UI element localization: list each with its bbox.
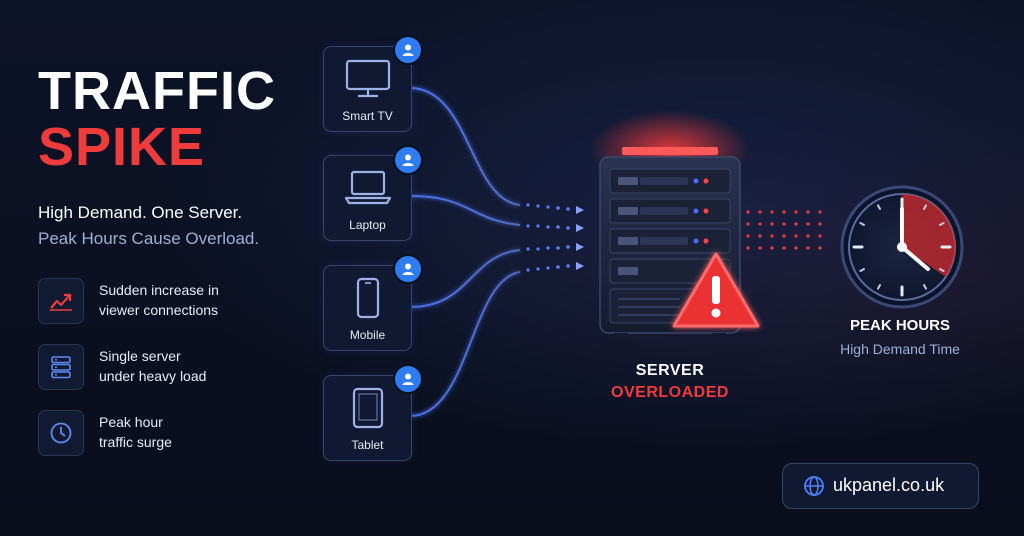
device-card-smart-tv: Smart TV (323, 46, 412, 132)
headline-spike: SPIKE (38, 117, 206, 177)
subtitle-line-1: High Demand. One Server. (38, 203, 243, 222)
server-icon (38, 344, 84, 390)
connection-line-mobile (409, 249, 521, 308)
connection-line-laptop (409, 195, 521, 226)
feature-text-line: under heavy load (99, 368, 207, 384)
feature-item-peak-hour: Peak hour traffic surge (38, 410, 298, 458)
connection-line-tv (409, 87, 521, 206)
device-label: Laptop (349, 218, 386, 232)
peak-hours-subtitle: High Demand Time (840, 341, 960, 357)
clock-icon (840, 185, 964, 309)
feature-text-line: Sudden increase in (99, 282, 219, 298)
tablet-icon (324, 386, 411, 432)
feature-text: Sudden increase in viewer connections (99, 280, 299, 320)
device-label: Smart TV (342, 109, 393, 123)
trending-up-icon (38, 278, 84, 324)
subtitle-line-2: Peak Hours Cause Overload. (38, 229, 260, 248)
user-icon (393, 254, 423, 284)
warning-icon (672, 252, 760, 328)
feature-text-line: viewer connections (99, 302, 219, 318)
connection-line-tablet (409, 271, 521, 417)
red-dots (746, 210, 822, 250)
user-icon (393, 145, 423, 175)
user-icon (393, 364, 423, 394)
server-status-label: OVERLOADED (611, 384, 729, 401)
server-label: SERVER (635, 362, 705, 379)
globe-icon (803, 475, 825, 502)
arrow-heads (576, 206, 584, 270)
feature-text-line: Single server (99, 348, 181, 364)
feature-text-line: Peak hour (99, 414, 163, 430)
website-url: ukpanel.co.uk (833, 475, 945, 495)
feature-text-line: traffic surge (99, 434, 172, 450)
device-label: Mobile (349, 328, 386, 342)
headline-traffic: TRAFFIC (38, 61, 276, 121)
mobile-icon (324, 276, 411, 322)
device-label: Tablet (351, 438, 384, 452)
laptop-icon (324, 166, 411, 210)
feature-text: Peak hour traffic surge (99, 412, 299, 452)
feature-item-sudden-increase: Sudden increase in viewer connections (38, 278, 298, 326)
tv-icon (324, 57, 411, 101)
feature-text: Single server under heavy load (99, 346, 299, 386)
feature-item-single-server: Single server under heavy load (38, 344, 298, 392)
data-dots (526, 203, 570, 272)
website-link[interactable]: ukpanel.co.uk (782, 463, 979, 509)
user-icon (393, 35, 423, 65)
peak-hours-title: PEAK HOURS (849, 317, 950, 334)
clock-icon (38, 410, 84, 456)
